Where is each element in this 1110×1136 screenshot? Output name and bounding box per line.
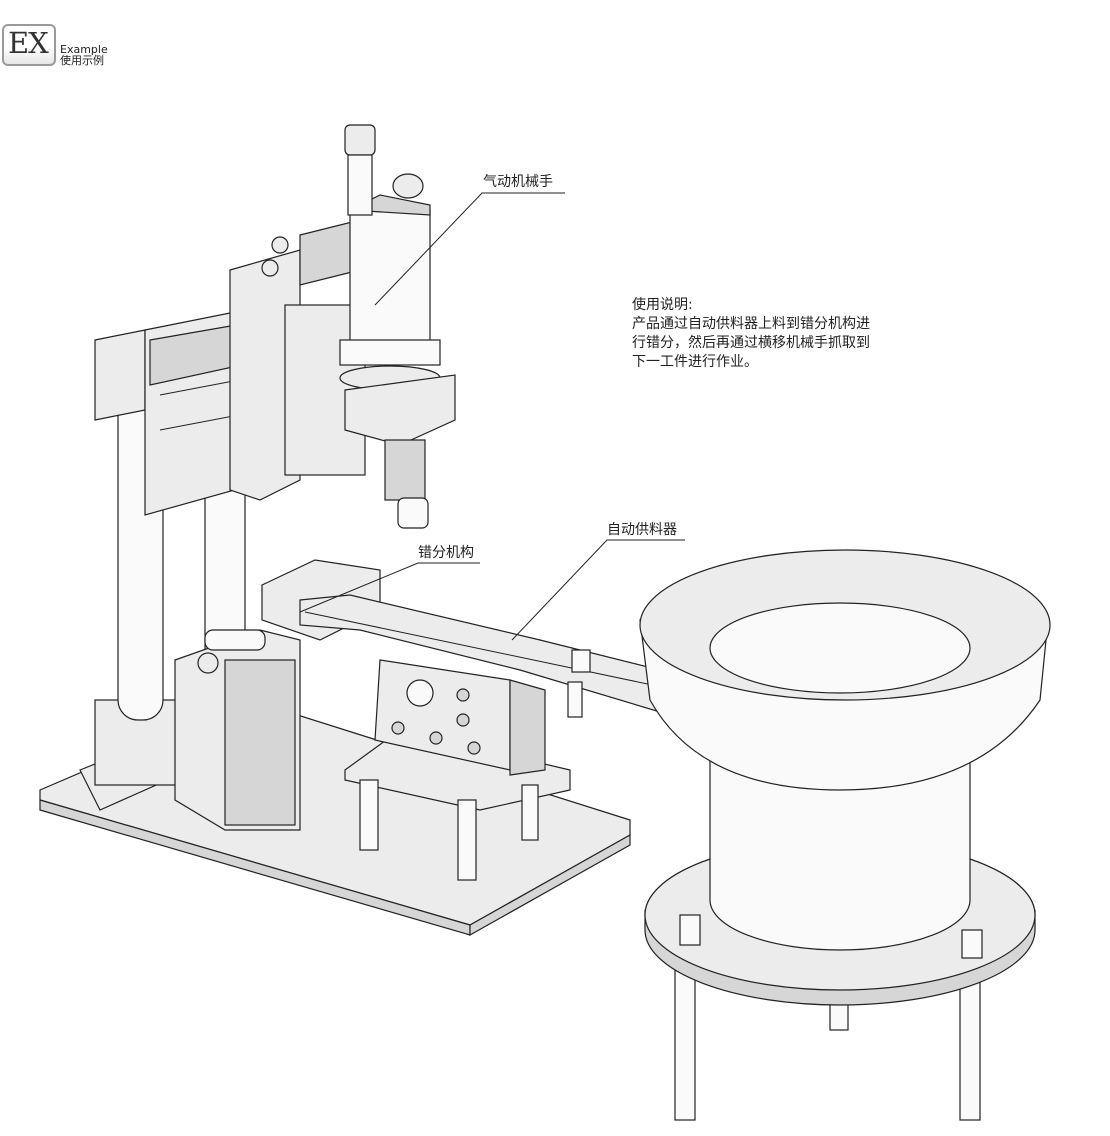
pneumatic-manipulator <box>229 124 456 529</box>
label-pneumatic-manipulator: 气动机械手 <box>483 174 553 190</box>
vibratory-bowl-feeder <box>639 549 1051 1121</box>
description-heading: 使用说明: <box>632 297 693 313</box>
feeder-track <box>299 594 722 718</box>
example-title-en: Example <box>60 43 108 56</box>
description-line: 下一工件进行作业。 <box>632 354 758 370</box>
ex-logo: EX <box>2 24 56 66</box>
label-auto-feeder: 自动供料器 <box>607 522 677 538</box>
misalignment-mechanism <box>174 559 571 881</box>
usage-description: 使用说明: 产品通过自动供料器上料到错分机构进 行错分，然后再通过横移机械手抓取… <box>632 296 870 372</box>
description-line: 产品通过自动供料器上料到错分机构进 <box>632 316 870 332</box>
example-title-cn: 使用示例 <box>60 54 104 67</box>
leader-lines <box>299 192 685 641</box>
description-line: 行错分，然后再通过横移机械手抓取到 <box>632 335 870 351</box>
label-misalignment-mechanism: 错分机构 <box>418 545 474 561</box>
ex-logo-text: EX <box>8 26 49 60</box>
